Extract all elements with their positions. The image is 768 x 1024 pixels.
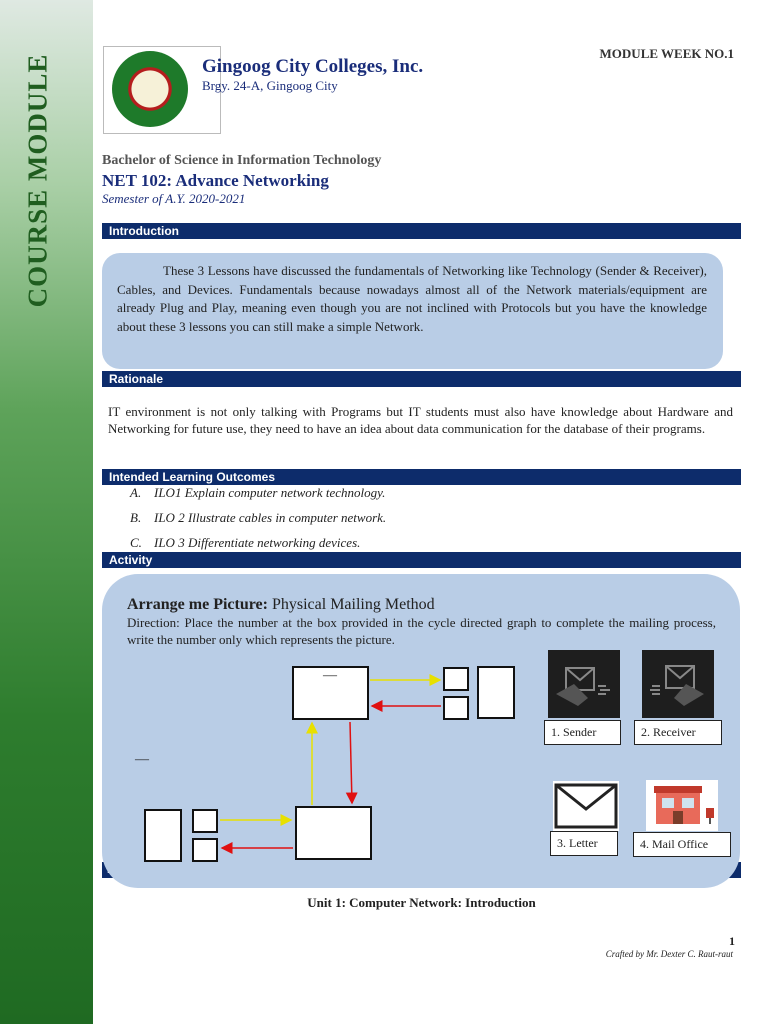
sender-icon: [548, 650, 620, 718]
answer-box-small[interactable]: [192, 838, 218, 862]
section-rationale: Rationale: [102, 371, 741, 387]
crafted-by: Crafted by Mr. Dexter C. Raut-raut: [605, 949, 733, 959]
outcome-item: C. ILO 3 Differentiate networking devices…: [130, 535, 360, 551]
mail-office-icon: [646, 780, 718, 831]
receiver-icon: [642, 650, 714, 718]
course-title: NET 102: Advance Networking: [102, 171, 329, 190]
school-address: Brgy. 24-A, Gingoog City: [202, 78, 338, 93]
answer-box-tall[interactable]: [144, 809, 182, 862]
introduction-text: These 3 Lessons have discussed the funda…: [117, 263, 707, 334]
activity-title-rest: Physical Mailing Method: [267, 596, 435, 613]
label-mail-office: 4. Mail Office: [633, 832, 731, 857]
semester: Semester of A.Y. 2020-2021: [102, 191, 246, 206]
outcome-item: A. ILO1 Explain computer network technolo…: [130, 485, 385, 501]
unit-title: Unit 1: Computer Network: Introduction: [307, 895, 536, 910]
activity-title-bold: Arrange me Picture:: [127, 596, 268, 613]
section-ilo: Intended Learning Outcomes: [102, 469, 741, 485]
rationale-text: IT environment is not only talking with …: [108, 404, 733, 436]
activity-title: Arrange me Picture: Physical Mailing Met…: [127, 596, 435, 614]
outcome-text: ILO 3 Differentiate networking devices.: [154, 535, 361, 550]
outcome-letter: C.: [130, 535, 142, 550]
answer-box-small[interactable]: [443, 667, 469, 691]
receiver-icon-graphic: [650, 665, 704, 706]
program-name: Bachelor of Science in Information Techn…: [102, 153, 382, 168]
arrow-red: [345, 721, 358, 805]
school-logo: [103, 46, 221, 134]
module-week: MODULE WEEK NO.1: [599, 46, 734, 61]
section-activity: Activity: [102, 552, 741, 568]
answer-box-top[interactable]: [292, 666, 369, 720]
section-introduction: Introduction: [102, 223, 741, 239]
answer-box-tall[interactable]: [477, 666, 515, 719]
mail-office-icon-graphic: [654, 786, 714, 824]
blank-mark: —: [135, 752, 149, 767]
answer-box-small[interactable]: [192, 809, 218, 833]
introduction-panel: [102, 253, 723, 369]
outcome-text: ILO 2 Illustrate cables in computer netw…: [154, 510, 387, 525]
outcome-text: ILO1 Explain computer network technology…: [154, 485, 386, 500]
school-name: Gingoog City Colleges, Inc.: [202, 56, 424, 77]
outcome-letter: A.: [130, 485, 142, 500]
label-sender: 1. Sender: [544, 720, 621, 745]
outcome-letter: B.: [130, 510, 142, 525]
letter-icon: [553, 781, 619, 831]
sidebar: COURSE MODULE: [0, 0, 93, 1024]
activity-direction: Direction: Place the number at the box p…: [127, 615, 716, 647]
answer-box-small[interactable]: [443, 696, 469, 720]
label-letter: 3. Letter: [550, 831, 618, 856]
label-receiver: 2. Receiver: [634, 720, 722, 745]
letter-icon-graphic: [554, 783, 618, 829]
sender-icon-graphic: [556, 667, 610, 706]
school-seal-icon: [112, 51, 188, 127]
outcome-item: B. ILO 2 Illustrate cables in computer ne…: [130, 510, 386, 526]
answer-box-bottom[interactable]: [295, 806, 372, 860]
blank-mark: —: [323, 668, 337, 683]
page-number: 1: [729, 934, 735, 948]
